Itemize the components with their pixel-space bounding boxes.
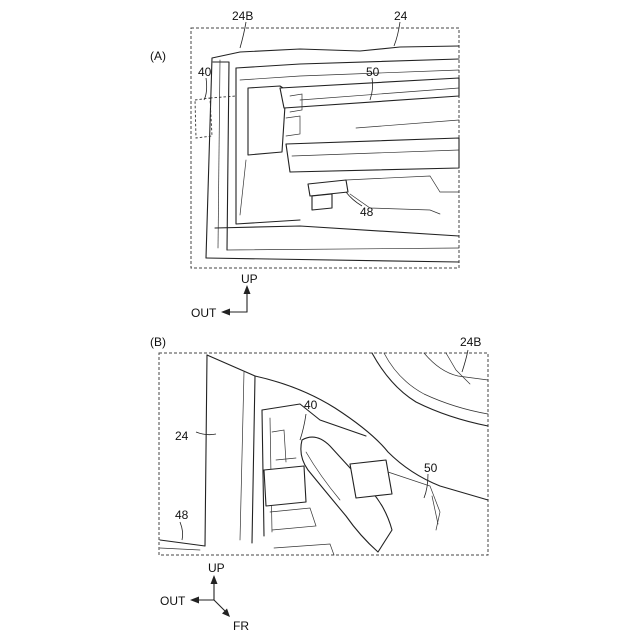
panel-a-axes: UP OUT bbox=[191, 272, 258, 320]
panel-a-grip-hidden-link bbox=[210, 96, 236, 98]
panel-a-pocket-top bbox=[236, 59, 459, 68]
panel-a-up-arrow bbox=[244, 285, 251, 294]
panel-a-part-48-edge bbox=[346, 176, 459, 192]
panel-a-grip-body bbox=[248, 86, 286, 155]
panel-b-trim-sweep-upper-inner bbox=[384, 353, 488, 414]
panel-b-lower-rail bbox=[270, 508, 316, 530]
panel-b-part-48-top bbox=[160, 540, 205, 546]
panel-a-trim-inner-left bbox=[213, 62, 229, 250]
panel-b-rail-right-inner bbox=[432, 496, 438, 524]
panel-a-leader-40 bbox=[204, 78, 207, 100]
panel-b-leader-48 bbox=[180, 522, 183, 540]
panel-b-part-48-line bbox=[160, 548, 200, 550]
panel-b-block-left bbox=[264, 466, 306, 506]
panel-b-trim-left-edge bbox=[205, 355, 207, 546]
panel-a-ref-48: 48 bbox=[360, 205, 374, 219]
panel-a-pocket-shadow bbox=[240, 160, 246, 215]
panel-a-axis-up: UP bbox=[241, 272, 258, 286]
panel-a-leader-24 bbox=[394, 22, 400, 46]
panel-b-ref-50: 50 bbox=[424, 461, 438, 475]
panel-b-axis-fr: FR bbox=[233, 619, 249, 633]
panel-b-leader-50 bbox=[424, 474, 428, 498]
panel-a-label: (A) bbox=[150, 49, 166, 63]
panel-a-out-arrow bbox=[221, 309, 230, 316]
panel-a-ref-24: 24 bbox=[394, 9, 408, 23]
panel-a-trim-lower-rim bbox=[227, 248, 459, 250]
panel-a-ref-24b: 24B bbox=[232, 9, 253, 23]
panel-b-leader-40 bbox=[300, 414, 306, 440]
panel-a-ref-50: 50 bbox=[366, 65, 380, 79]
panel-b-block-right bbox=[350, 460, 392, 498]
panel-b-axis-up: UP bbox=[208, 561, 225, 575]
panel-b-trim-face bbox=[207, 355, 255, 543]
panel-b-trim-sweep-upper bbox=[372, 353, 488, 426]
panel-a-leader-24b bbox=[240, 22, 246, 48]
panel-a-clip-mid bbox=[286, 116, 300, 136]
panel-b-ref-40: 40 bbox=[304, 398, 318, 412]
panel-b-pocket-bracket bbox=[272, 430, 286, 462]
panel-a-leader-48 bbox=[346, 192, 362, 206]
panel-a-trim-bottom bbox=[206, 258, 459, 262]
panel-a-ref-40: 40 bbox=[198, 65, 212, 79]
panel-a-trim-lower-edge bbox=[215, 226, 459, 236]
panel-a-axis-out: OUT bbox=[191, 306, 217, 320]
panel-a-trim-edge bbox=[218, 60, 220, 248]
panel-b-ref-24: 24 bbox=[175, 429, 189, 443]
panel-b-up-arrow bbox=[211, 575, 218, 584]
panel-b-ref-24b: 24B bbox=[460, 335, 481, 349]
panel-b-out-arrow bbox=[190, 597, 199, 604]
panel-a-rail-mid bbox=[356, 120, 459, 128]
panel-a-pocket-top-inner bbox=[240, 70, 459, 80]
panel-b-ref-48: 48 bbox=[175, 508, 189, 522]
panel-a-part-48-top bbox=[308, 180, 348, 196]
panel-b-rail-right bbox=[388, 472, 440, 530]
panel-a-part-48-block bbox=[312, 194, 332, 210]
panel-b: (B) 24B bbox=[150, 335, 488, 633]
panel-b-axis-out: OUT bbox=[160, 594, 186, 608]
panel-b-label: (B) bbox=[150, 335, 166, 349]
panel-b-axes: UP OUT FR bbox=[160, 561, 249, 633]
panel-b-24b-edge bbox=[424, 353, 488, 380]
panel-b-floor-line bbox=[274, 544, 334, 555]
panel-a-rail-upper bbox=[280, 78, 459, 108]
panel-a: (A) 24B bbox=[150, 9, 459, 320]
panel-b-trim-face-line bbox=[240, 372, 244, 540]
